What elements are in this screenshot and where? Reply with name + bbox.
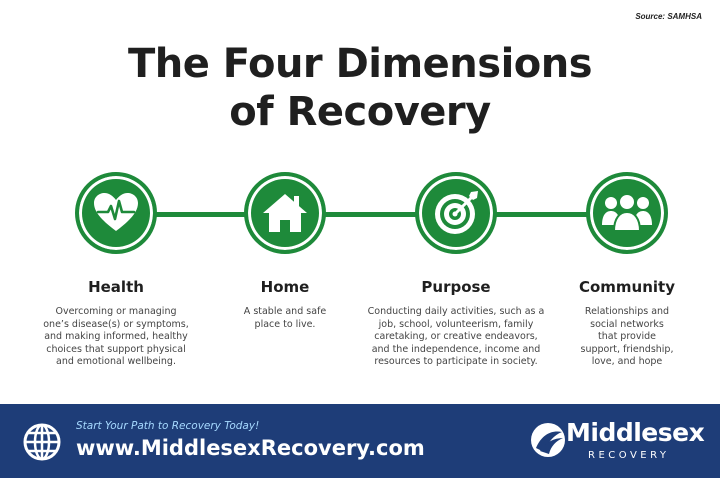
desc-line: and making informed, healthy bbox=[44, 331, 188, 342]
group-icon bbox=[602, 193, 652, 232]
title-line-1: The Four Dimensions bbox=[127, 41, 593, 87]
dimension-title: Health bbox=[88, 278, 144, 296]
desc-line: one’s disease(s) or symptoms, bbox=[43, 318, 189, 330]
logo-swoosh-icon bbox=[531, 423, 565, 457]
desc-line: choices that support physical bbox=[46, 343, 186, 355]
desc-line: love, and hope bbox=[591, 356, 663, 367]
logo-name: Middlesex bbox=[566, 418, 705, 447]
desc-line: and the independence, income and bbox=[371, 343, 541, 355]
community-circle bbox=[586, 172, 668, 254]
logo-subtitle: RECOVERY bbox=[588, 450, 670, 461]
connector-line bbox=[116, 212, 626, 217]
house-icon bbox=[263, 194, 307, 232]
purpose-circle bbox=[415, 172, 497, 254]
dimension-description: Conducting daily activities, such as a j… bbox=[366, 306, 546, 369]
desc-line: A stable and safe bbox=[243, 306, 327, 317]
dimension-description: Overcoming or managing one’s disease(s) … bbox=[26, 306, 206, 369]
desc-line: that provide bbox=[598, 331, 656, 342]
dimension-health: Health Overcoming or managing one’s dise… bbox=[26, 172, 206, 369]
dimension-home: Home A stable and safe place to live. bbox=[195, 172, 375, 331]
desc-line: job, school, volunteerism, family bbox=[378, 318, 534, 330]
dimension-purpose: Purpose Conducting daily activities, suc… bbox=[366, 172, 546, 369]
dimension-title: Purpose bbox=[421, 278, 491, 296]
desc-line: support, friendship, bbox=[580, 343, 674, 355]
dimension-title: Community bbox=[578, 278, 676, 296]
desc-line: resources to participate in society. bbox=[374, 356, 538, 367]
desc-line: caretaking, or creative endeavors, bbox=[374, 331, 538, 342]
desc-line: Conducting daily activities, such as a bbox=[367, 306, 545, 317]
desc-line: Relationships and bbox=[584, 306, 670, 317]
dimension-description: Relationships and social networks that p… bbox=[537, 306, 717, 369]
dimension-description: A stable and safe place to live. bbox=[195, 306, 375, 331]
desc-line: social networks bbox=[590, 318, 664, 330]
heart-pulse-icon bbox=[94, 193, 138, 231]
desc-line: and emotional wellbeing. bbox=[56, 356, 176, 367]
footer-tagline: Start Your Path to Recovery Today! bbox=[76, 420, 260, 432]
dimension-community: Community Relationships and social netwo… bbox=[537, 172, 717, 369]
title-line-2: of Recovery bbox=[229, 89, 491, 135]
health-circle bbox=[75, 172, 157, 254]
desc-line: place to live. bbox=[254, 318, 316, 330]
dimension-title: Home bbox=[260, 278, 310, 296]
globe-icon bbox=[23, 423, 61, 461]
website-link[interactable]: www.MiddlesexRecovery.com bbox=[76, 436, 425, 460]
home-circle bbox=[244, 172, 326, 254]
page-title: The Four Dimensions of Recovery bbox=[0, 40, 720, 136]
target-icon bbox=[435, 191, 478, 234]
desc-line: Overcoming or managing bbox=[55, 306, 177, 317]
footer-banner: Start Your Path to Recovery Today! www.M… bbox=[0, 404, 720, 478]
source-credit: Source: SAMHSA bbox=[635, 12, 702, 21]
